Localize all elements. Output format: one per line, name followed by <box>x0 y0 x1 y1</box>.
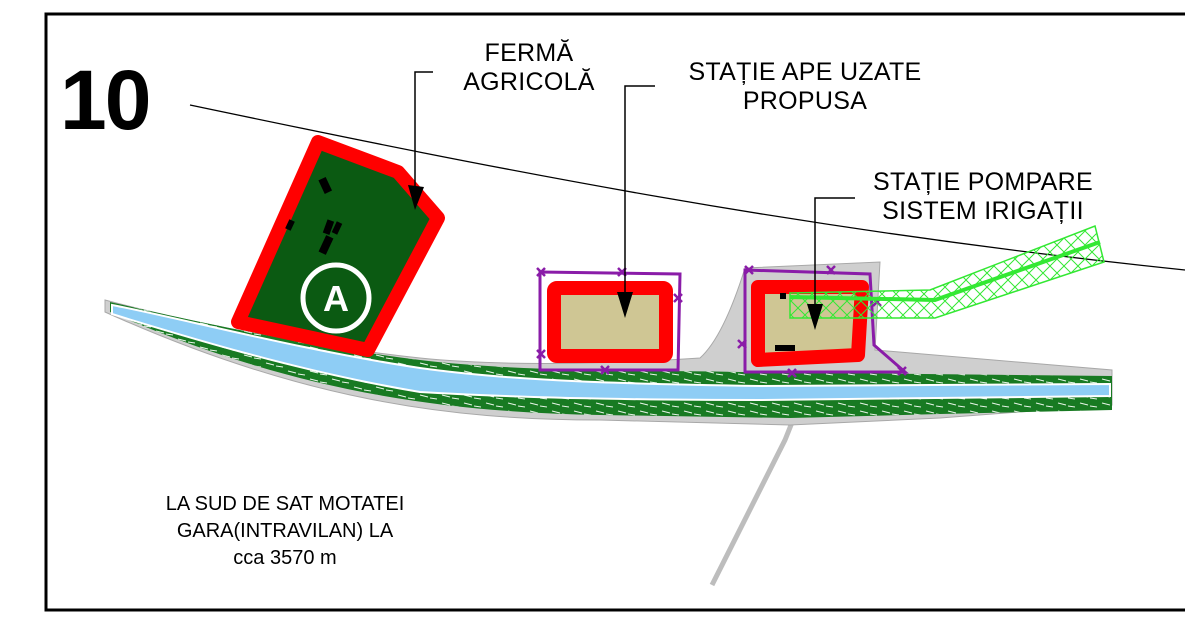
wastewater-label-line1: STAȚIE APE UZATE <box>688 58 922 86</box>
farm-label: FERMĂ AGRICOLĂ <box>434 39 624 97</box>
pump-building <box>775 345 795 351</box>
map-number: 10 <box>60 53 151 147</box>
irrigation-pipe <box>789 240 1101 303</box>
farm-building <box>318 176 333 194</box>
distance-note-line1: LA SUD DE SAT MOTATEI <box>165 493 405 515</box>
farm-label-line1: FERMĂ <box>484 39 574 67</box>
farm-building <box>331 221 343 235</box>
fence-crosses <box>536 267 683 375</box>
farm-building <box>322 219 335 235</box>
pumping-fence <box>743 268 910 374</box>
pump-building <box>780 293 786 299</box>
distance-note: LA SUD DE SAT MOTATEI GARA(INTRAVILAN) L… <box>115 491 455 572</box>
access-road <box>709 414 798 587</box>
wastewater-label: STAȚIE APE UZATE PROPUSA <box>650 58 960 116</box>
site-marker-letter: A <box>323 278 349 319</box>
distance-note-line3: cca 3570 m <box>233 547 337 569</box>
irrigation-corridor <box>789 224 1105 319</box>
distance-note-line2: GARA(INTRAVILAN) LA <box>176 520 394 542</box>
wastewater-fence <box>538 270 682 372</box>
pumping-label: STAȚIE POMPARE SISTEM IRIGAȚII <box>848 168 1118 226</box>
farm-parcel <box>231 135 445 357</box>
farm-label-line2: AGRICOLĂ <box>463 68 595 96</box>
pumping-label-line1: STAȚIE POMPARE <box>873 168 1093 196</box>
farm-building <box>318 235 334 255</box>
railway-line <box>189 104 1185 271</box>
leader-lines <box>414 71 855 312</box>
wastewater-label-line2: PROPUSA <box>742 87 868 115</box>
site-marker-a: A <box>300 262 372 334</box>
leader-arrows <box>408 185 823 330</box>
farm-building <box>285 219 295 231</box>
map-frame <box>44 12 1185 612</box>
pumping-label-line2: SISTEM IRIGAȚII <box>882 197 1084 225</box>
river <box>111 303 1111 402</box>
wastewater-station-parcel <box>547 281 673 363</box>
